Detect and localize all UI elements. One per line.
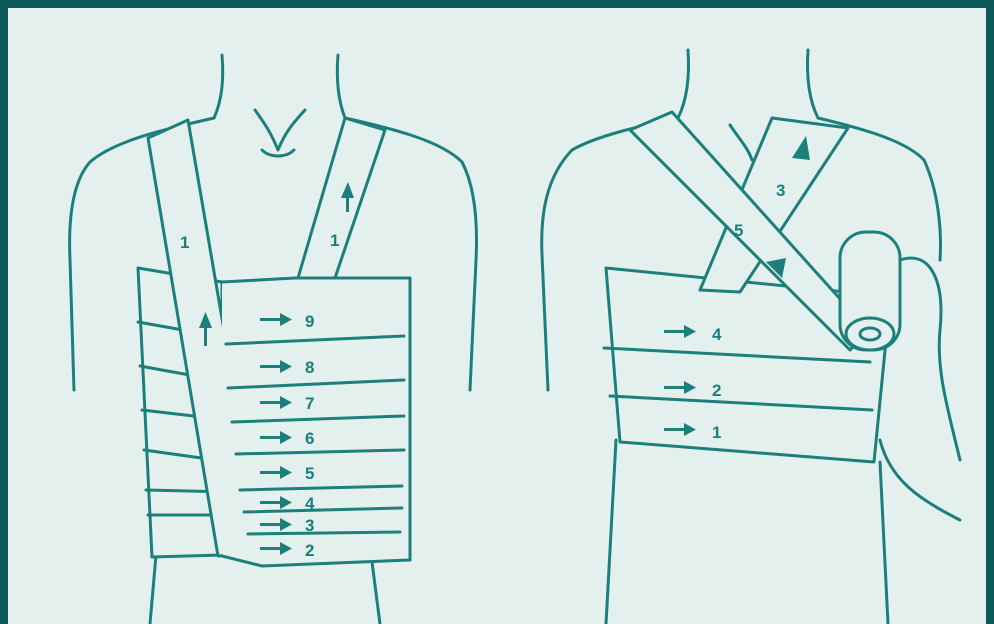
left-turn-label: 5 [305,464,314,483]
left-turn-label: 4 [305,494,315,513]
right-crossing-label: 3 [776,181,785,200]
left-turn-label: 3 [305,516,314,535]
right-turn-label: 4 [712,325,722,344]
left-bandage-turns [222,278,410,566]
right-turn-label: 2 [712,381,721,400]
left-strap-front-label: 1 [180,233,189,252]
bandage-roll-icon [840,232,900,350]
left-turn-label: 7 [305,394,314,413]
left-turn-label: 8 [305,358,314,377]
left-strap-back-label: 1 [330,231,339,250]
left-turn-label: 9 [305,312,314,331]
left-turn-label: 6 [305,429,314,448]
right-crossing-label: 5 [734,221,743,240]
right-turn-label: 1 [712,423,721,442]
left-turn-label: 2 [305,541,314,560]
